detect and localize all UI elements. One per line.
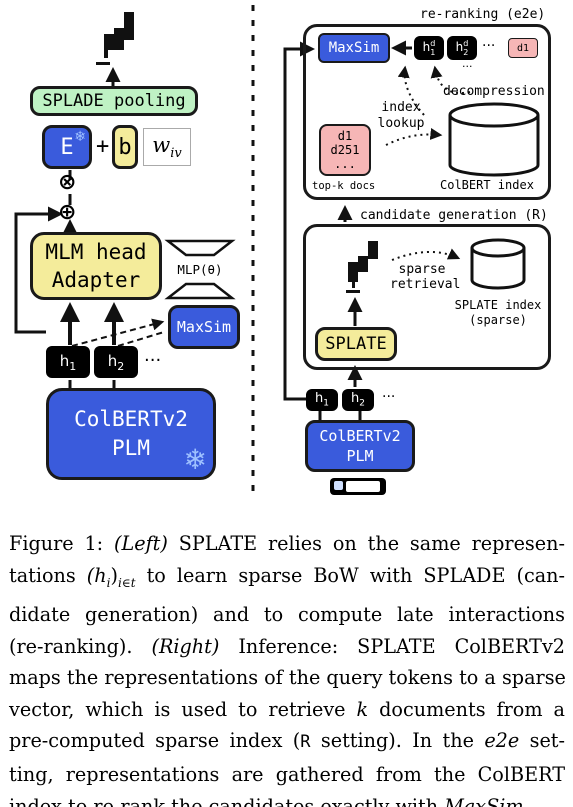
doc-d1-box: d1: [508, 38, 538, 58]
right-plm-box: ColBERTv2 PLM: [305, 420, 415, 472]
index-lookup-line2: lookup: [377, 116, 425, 131]
embedding-matrix-box: E ❄: [42, 125, 92, 169]
plus-sign: +: [96, 134, 110, 159]
caption-line-1: Figure 1: (Left) SPLATE relies on the sa…: [9, 532, 565, 555]
topk-doc-1: d251: [330, 143, 360, 157]
caption-line-4: (re-ranking). (Right) Inference: SPLATE …: [9, 634, 565, 658]
candidate-generation-box: [303, 224, 551, 370]
adapter-label: Adapter: [51, 268, 141, 292]
doc-token-h1d-label: hd1: [422, 39, 436, 57]
weight-label: wiv: [152, 132, 182, 162]
splade-pooling-box: SPLADE pooling: [30, 86, 198, 116]
left-token-h1-label: h1: [59, 351, 77, 373]
candidate-generation-label: candidate generation (R): [360, 208, 548, 223]
left-plm-type: PLM: [112, 436, 150, 460]
caption-line-5: maps the representations of the query to…: [9, 666, 566, 690]
right-token-h2: h2: [342, 389, 374, 411]
right-token-h1-label: h1: [315, 391, 329, 409]
frozen-snowflake-icon: ❄: [183, 443, 207, 476]
figure-caption: Figure 1: (Left) SPLATE relies on the sa…: [9, 528, 566, 807]
add-symbol: ⊕: [58, 200, 77, 225]
doc-token-h2d: hd2: [447, 36, 477, 60]
left-token-h1: h1: [46, 346, 90, 378]
mlm-head-adapter-box: MLM head Adapter: [30, 232, 162, 300]
left-token-ellipsis: ···: [144, 350, 162, 371]
left-plm-box: ColBERTv2 PLM ❄: [46, 388, 216, 480]
sparse-retrieval-line1: sparse: [398, 262, 446, 277]
splate-index-line2: (sparse): [469, 313, 527, 327]
splate-index-cylinder: [470, 238, 526, 290]
topk-doc-2: ...: [334, 157, 356, 171]
caption-line-9: index to re-rank the candidates exactly …: [9, 794, 530, 807]
topk-doc-0: d1: [337, 129, 353, 143]
reranking-title: re-ranking (e2e): [420, 7, 546, 22]
bias-box: b: [112, 125, 138, 169]
sparse-retrieval-label: sparse retrieval: [390, 262, 461, 292]
sparse-vector-icon: [96, 12, 134, 65]
right-token-h1: h1: [306, 389, 338, 411]
splate-box: SPLATE: [315, 327, 397, 361]
caption-line-6: vector, which is used to retrieve k docu…: [9, 697, 565, 721]
caption-line-7: pre-computed sparse index (R setting). I…: [9, 729, 565, 753]
reranking-box: [303, 24, 551, 200]
left-maxsim-box: MaxSim: [168, 305, 240, 349]
splade-pooling-label: SPLADE pooling: [42, 91, 186, 111]
caption-line-3: didate generation) and to compute late i…: [9, 603, 565, 627]
sparse-retrieval-line2: retrieval: [390, 277, 461, 292]
doc-rows-ellipsis: ···: [462, 60, 473, 73]
decompression-label: decompression: [443, 84, 545, 99]
times-symbol: ⊗: [58, 170, 77, 195]
colbert-index-label: ColBERT index: [440, 178, 534, 192]
right-token-h2-label: h2: [351, 391, 365, 409]
right-plm-type: PLM: [346, 447, 374, 465]
mlm-head-label: MLM head: [45, 240, 147, 264]
embedding-label: E: [60, 134, 74, 160]
index-lookup-line1: index: [381, 100, 421, 115]
splate-label: SPLATE: [325, 334, 387, 354]
doc-token-h1d: hd1: [414, 36, 444, 60]
right-token-ellipsis: ···: [382, 389, 396, 405]
splate-sparse-icon: [346, 241, 378, 293]
doc-token-h2d-label: hd2: [455, 39, 469, 57]
topk-docs-box: d1 d251 ...: [319, 124, 371, 176]
index-lookup-label: index lookup: [371, 100, 431, 132]
left-token-h2: h2: [94, 346, 138, 378]
right-maxsim-box: MaxSim: [318, 33, 390, 63]
caption-line-8: ting, representations are gathered from …: [9, 762, 565, 786]
right-maxsim-label: MaxSim: [328, 40, 380, 56]
splate-index-label: SPLATE index (sparse): [450, 298, 546, 328]
doc-d1-label: d1: [516, 42, 530, 54]
splate-index-line1: SPLATE index: [454, 298, 542, 312]
search-input-field: [346, 481, 380, 492]
mlp-label: MLP(θ): [177, 262, 223, 277]
search-icon: [334, 481, 343, 490]
bias-label: b: [118, 134, 132, 160]
mlp-icon: [164, 239, 236, 300]
left-maxsim-label: MaxSim: [176, 318, 232, 336]
colbert-index-cylinder: [448, 102, 540, 177]
caption-line-2: tations (hi)i∈t to learn sparse BoW with…: [9, 563, 565, 590]
query-search-bar: [330, 478, 386, 495]
right-plm-name: ColBERTv2: [319, 427, 401, 445]
snowflake-icon: ❄: [74, 129, 86, 145]
left-token-h2-label: h2: [107, 351, 125, 373]
weight-box: wiv: [143, 128, 191, 166]
left-plm-name: ColBERTv2: [74, 407, 188, 431]
topk-docs-caption: top-k docs: [312, 180, 376, 192]
doc-token-ellipsis: ···: [482, 38, 496, 54]
